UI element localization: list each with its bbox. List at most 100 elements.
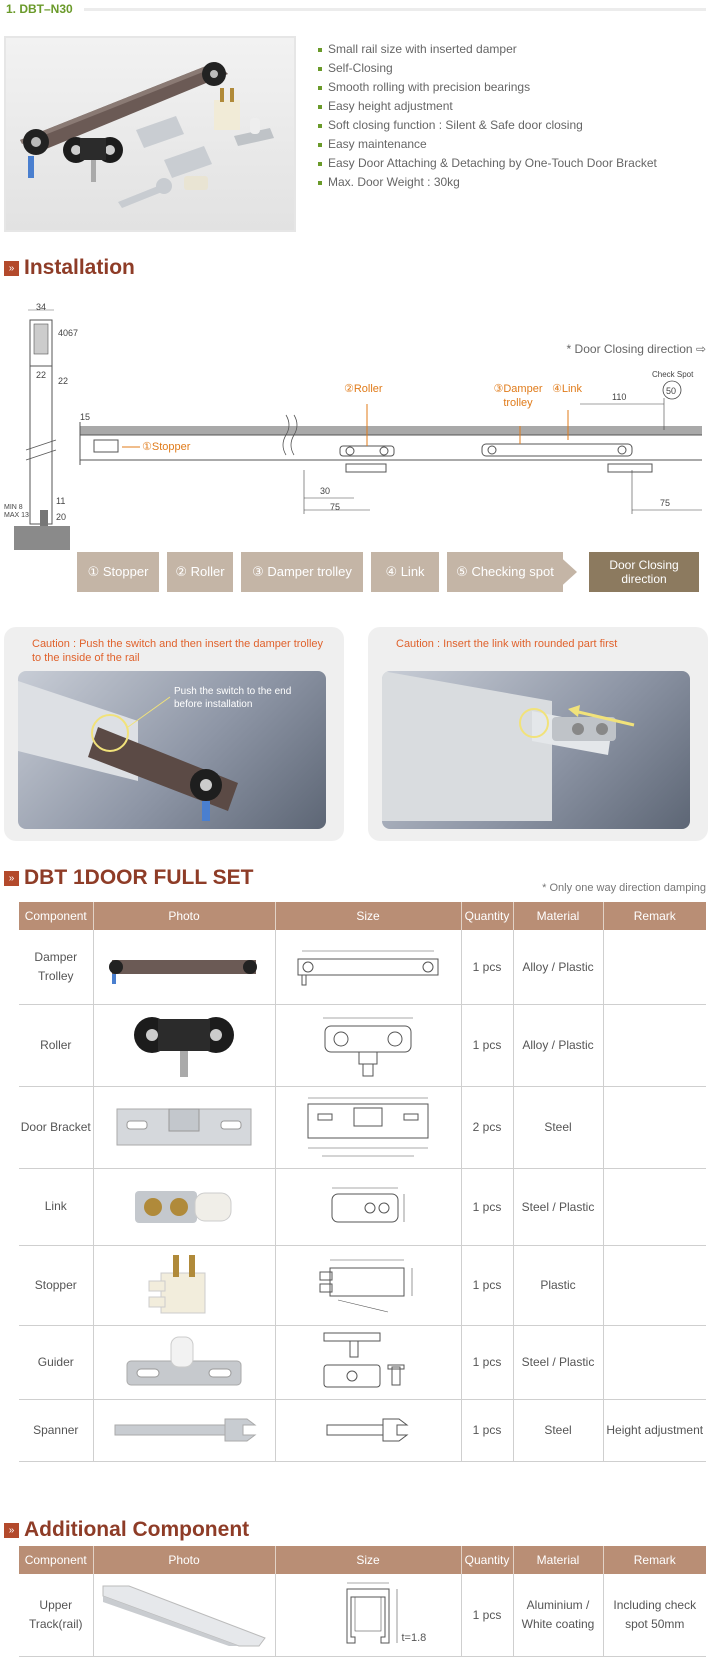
installation-svg — [14, 309, 702, 550]
step-arrow-icon — [555, 552, 583, 592]
remark — [603, 1168, 706, 1246]
component-drawing — [275, 930, 462, 1005]
table-row: Upper Track(rail) t=1.8 1 pcs Aluminium … — [19, 1574, 706, 1657]
component-name: Guider — [19, 1325, 94, 1400]
caution-photo-link — [382, 671, 690, 829]
col-photo: Photo — [93, 1546, 276, 1574]
closing-direction-note: * Door Closing direction ⇨ — [566, 342, 706, 356]
caution-text: Caution : Insert the link with rounded p… — [396, 638, 618, 650]
table-row: Spanner 1 pcs Steel Height adjustment — [19, 1399, 706, 1462]
quantity: 1 pcs — [461, 930, 514, 1005]
component-drawing — [275, 1086, 462, 1169]
model-header: 1. DBT–N30 — [0, 0, 714, 20]
caution-note: Push the switch to the end before instal… — [174, 686, 292, 710]
caution-photo-damper: Push the switch to the end before instal… — [18, 671, 326, 829]
installation-steps: ① Stopper ② Roller ③ Damper trolley ④ Li… — [77, 552, 707, 592]
col-component: Component — [19, 902, 94, 930]
roller-callout: ②Roller — [344, 383, 383, 395]
dim-label: 30 — [320, 486, 331, 496]
component-photo — [93, 1004, 276, 1087]
feature-item: Smooth rolling with precision bearings — [318, 78, 657, 97]
installation-title: Installation — [24, 256, 135, 279]
component-photo — [93, 1574, 276, 1657]
check-spot-label: Check Spot — [652, 370, 694, 379]
col-quantity: Quantity — [461, 902, 514, 930]
table-row: Stopper 1 pcs Plastic — [19, 1245, 706, 1326]
material: Alloy / Plastic — [513, 1004, 604, 1087]
table-row: Roller 1 pcs Alloy / Plastic — [19, 1004, 706, 1087]
feature-item: Soft closing function : Silent & Safe do… — [318, 116, 657, 135]
component-name: Spanner — [19, 1399, 94, 1462]
dim-label: 40 — [58, 328, 69, 338]
dim-label: 11 — [56, 496, 66, 506]
material: Aluminium / White coating — [513, 1574, 604, 1657]
step-link: ④ Link — [371, 552, 439, 592]
quantity: 2 pcs — [461, 1086, 514, 1169]
additional-title: Additional Component — [24, 1518, 250, 1541]
remark — [603, 1086, 706, 1169]
component-photo — [93, 1399, 276, 1462]
dim-label: 22 — [36, 370, 47, 380]
full-set-title: DBT 1DOOR FULL SET — [24, 866, 254, 889]
feature-item: Easy height adjustment — [318, 97, 657, 116]
table-header-row: Component Photo Size Quantity Material R… — [19, 1546, 706, 1574]
table-row: Door Bracket 2 pcs Steel — [19, 1086, 706, 1169]
component-photo — [93, 1168, 276, 1246]
col-size: Size — [275, 902, 462, 930]
caution-box-link: Caution : Insert the link with rounded p… — [368, 627, 708, 841]
component-photo — [93, 930, 276, 1005]
component-drawing — [275, 1399, 462, 1462]
additional-table: Component Photo Size Quantity Material R… — [19, 1546, 706, 1657]
dim-label: 67 — [68, 328, 79, 338]
step-stopper: ① Stopper — [77, 552, 159, 592]
remark: Height adjustment — [603, 1399, 706, 1462]
table-row: Link 1 pcs Steel / Plastic — [19, 1168, 706, 1246]
col-size: Size — [275, 1546, 462, 1574]
header-divider — [84, 8, 706, 11]
dim-label: 75 — [330, 502, 341, 512]
component-name: Damper Trolley — [19, 930, 94, 1005]
quantity: 1 pcs — [461, 1245, 514, 1326]
dim-label: 22 — [58, 376, 69, 386]
material: Plastic — [513, 1245, 604, 1326]
remark — [603, 1245, 706, 1326]
dim-label: 34 — [36, 302, 47, 312]
damper-callout: ③Damper trolley — [493, 383, 543, 409]
component-drawing — [275, 1325, 462, 1400]
installation-drawing: * Door Closing direction ⇨ — [0, 300, 714, 600]
feature-item: Small rail size with inserted damper — [318, 40, 657, 59]
quantity: 1 pcs — [461, 1574, 514, 1657]
remark — [603, 1004, 706, 1087]
quantity: 1 pcs — [461, 1325, 514, 1400]
damping-note: * Only one way direction damping — [542, 882, 706, 894]
feature-list: Small rail size with inserted damper Sel… — [318, 40, 657, 192]
link-callout: ④Link — [552, 383, 583, 395]
remark: Including check spot 50mm — [603, 1574, 706, 1657]
feature-item: Max. Door Weight : 30kg — [318, 173, 657, 192]
component-drawing — [275, 1245, 462, 1326]
material: Steel — [513, 1086, 604, 1169]
dim-label: 110 — [612, 392, 627, 402]
caution-text: Caution : Push the switch and then inser… — [32, 638, 324, 664]
component-name: Upper Track(rail) — [19, 1574, 94, 1657]
thickness-label: t=1.8 — [401, 1631, 427, 1644]
model-title: 1. DBT–N30 — [6, 2, 73, 16]
feature-item: Easy Door Attaching & Detaching by One-T… — [318, 154, 657, 173]
component-drawing — [275, 1004, 462, 1087]
quantity: 1 pcs — [461, 1004, 514, 1087]
component-drawing: t=1.8 — [275, 1574, 462, 1657]
component-name: Stopper — [19, 1245, 94, 1326]
component-drawing — [275, 1168, 462, 1246]
dim-label-minmax: MIN 8 MAX 13 — [4, 504, 29, 519]
step-door-closing-direction: Door Closing direction — [589, 552, 699, 592]
component-name: Link — [19, 1168, 94, 1246]
material: Alloy / Plastic — [513, 930, 604, 1005]
col-remark: Remark — [603, 902, 706, 930]
component-name: Roller — [19, 1004, 94, 1087]
dim-label: 50 — [666, 386, 677, 396]
material: Steel / Plastic — [513, 1325, 604, 1400]
remark — [603, 1325, 706, 1400]
caution-box-damper: Caution : Push the switch and then inser… — [4, 627, 344, 841]
table-header-row: Component Photo Size Quantity Material R… — [19, 902, 706, 930]
material: Steel — [513, 1399, 604, 1462]
